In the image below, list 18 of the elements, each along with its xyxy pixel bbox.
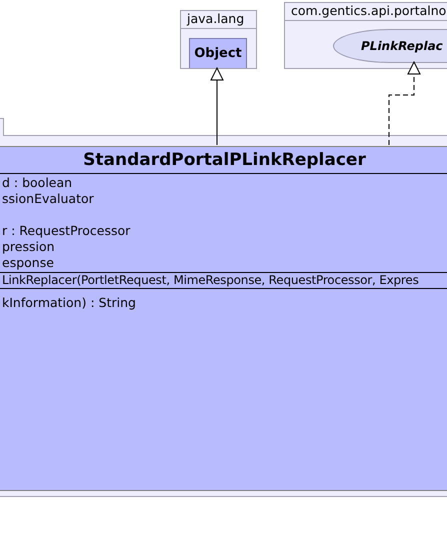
class-name: Object	[194, 44, 242, 63]
attribute-text: d : boolean	[2, 175, 72, 191]
interface-name: PLinkReplac	[361, 38, 443, 55]
interface-ellipse	[333, 29, 447, 63]
method-text: kInformation) : String	[2, 295, 136, 310]
attribute-text: ssionEvaluator	[2, 191, 94, 207]
class-name: StandardPortalPLinkReplacer	[83, 152, 366, 168]
attribute-text: pression	[2, 239, 55, 255]
package-box	[284, 2, 447, 69]
attribute-text: esponse	[2, 255, 54, 271]
class-box	[189, 38, 247, 68]
package-name: java.lang	[187, 11, 244, 28]
constructor-text: LinkReplacer(PortletRequest, MimeResponse, RequestProcessor, Expres	[2, 273, 419, 288]
package-box	[180, 10, 257, 69]
package-name: com.gentics.api.portalno	[291, 3, 446, 20]
inheritance-arrow	[210, 68, 224, 146]
realization-arrow	[388, 62, 420, 146]
attribute-text: r : RequestProcessor	[2, 223, 130, 239]
